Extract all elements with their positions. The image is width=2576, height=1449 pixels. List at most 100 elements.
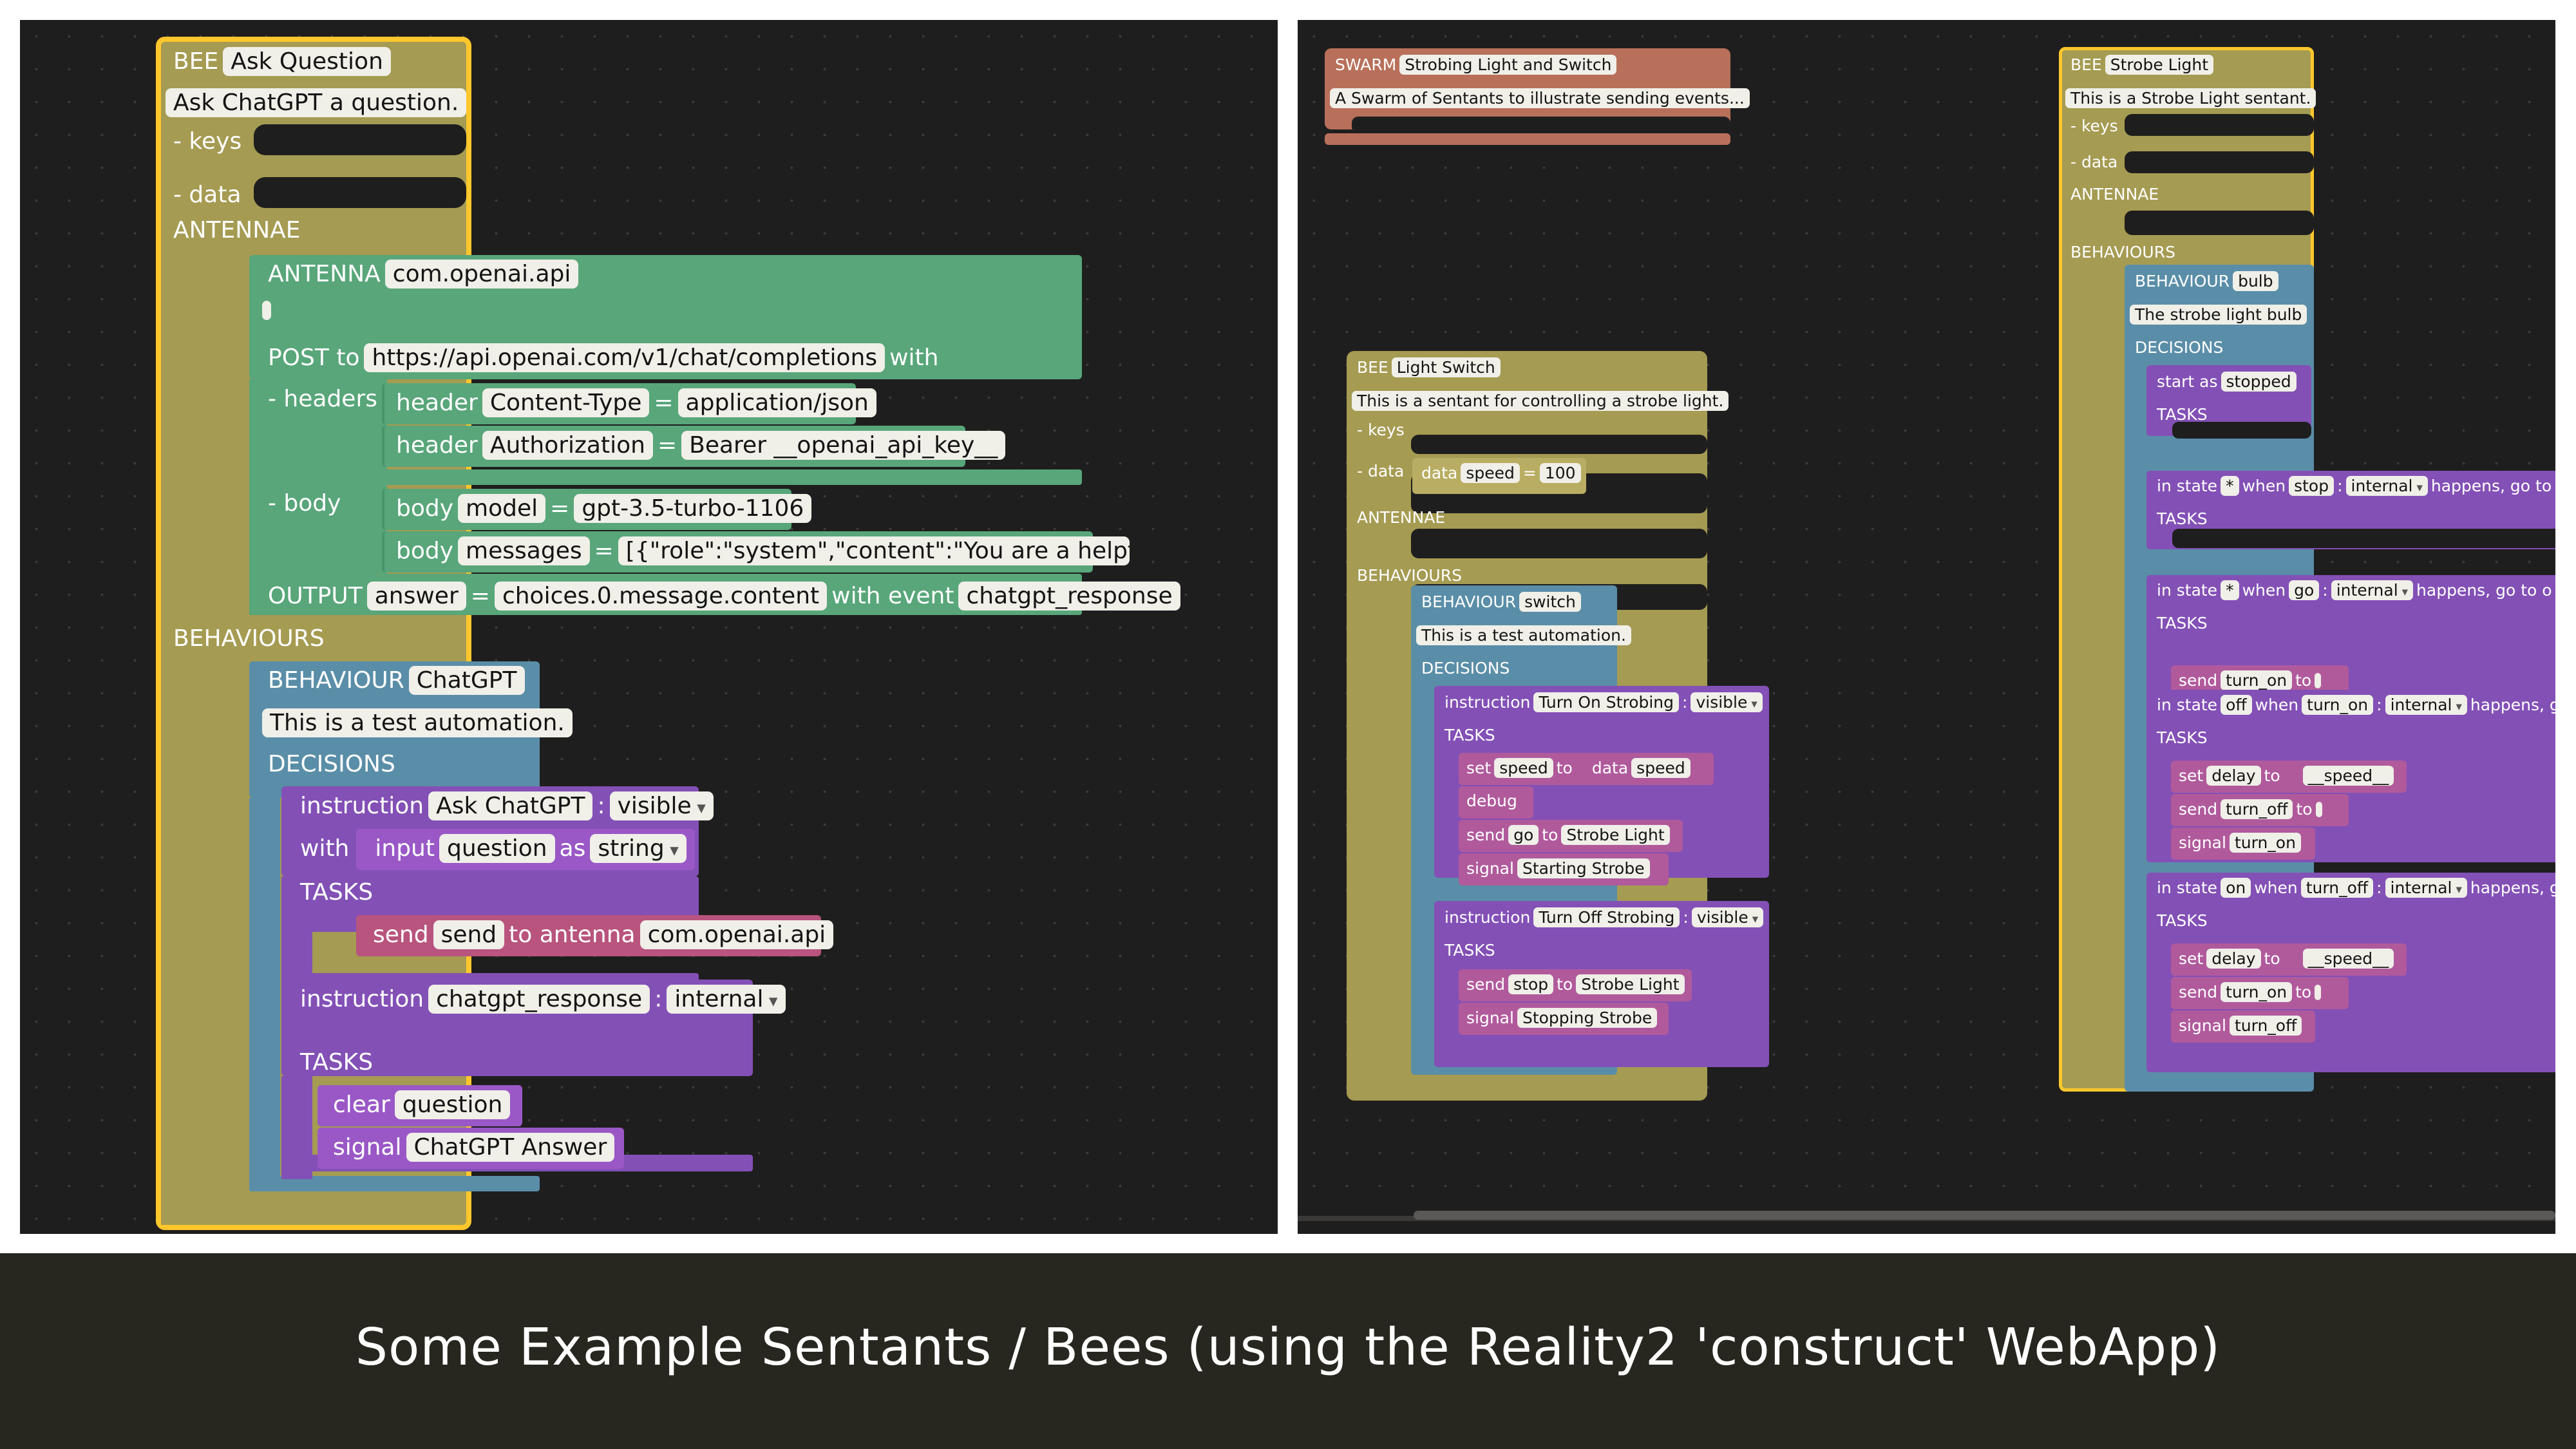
send-target-field[interactable]	[2315, 984, 2322, 1000]
output-event-field[interactable]: chatgpt_response	[958, 582, 1180, 611]
switch-data-label: - data	[1357, 462, 1405, 480]
set-value-field[interactable]: __speed__	[2302, 766, 2394, 786]
event-field[interactable]: turn_off	[2300, 878, 2374, 898]
signal-value-field[interactable]: Stopping Strobe	[1517, 1008, 1658, 1028]
behaviour-description-field[interactable]: This is a test automation.	[262, 708, 573, 737]
output-key-field[interactable]: answer	[366, 582, 466, 611]
event-field[interactable]: stop	[2289, 476, 2334, 496]
behaviour-name-field[interactable]: ChatGPT	[408, 666, 525, 695]
state-field[interactable]: on	[2221, 878, 2251, 898]
strobe-keys-slot[interactable]	[2125, 114, 2314, 136]
bee-description-field[interactable]: This is a Strobe Light sentant.	[2065, 88, 2316, 108]
signal-value-field[interactable]: turn_off	[2229, 1016, 2302, 1036]
mode-dropdown[interactable]: internal	[2331, 580, 2414, 600]
signal-value-field[interactable]: Starting Strobe	[1517, 858, 1650, 878]
instruction-name-field[interactable]: Ask ChatGPT	[428, 791, 593, 820]
switch-antennae-slot[interactable]	[1411, 529, 1707, 558]
horizontal-scrollbar-thumb[interactable]	[1414, 1211, 2555, 1220]
swarm-bees-slot[interactable]	[1352, 117, 1730, 133]
antenna-name-field[interactable]: com.openai.api	[384, 260, 579, 289]
mode-dropdown[interactable]: internal	[2345, 476, 2428, 496]
signal-value-field[interactable]: turn_on	[2229, 833, 2301, 853]
state-field[interactable]: *	[2221, 580, 2239, 600]
input-name-field[interactable]: question	[439, 834, 555, 863]
bee-name-field[interactable]: Light Switch	[1391, 357, 1501, 377]
state-field[interactable]: off	[2221, 695, 2252, 715]
body-value-field[interactable]: gpt-3.5-turbo-1106	[574, 494, 812, 523]
set-key-field[interactable]: delay	[2206, 949, 2261, 969]
send-antenna-field[interactable]: com.openai.api	[639, 920, 834, 949]
strobe-antennae-slot[interactable]	[2125, 211, 2314, 235]
instruction-mode-dropdown[interactable]: visible	[1690, 692, 1763, 712]
signal-value-field[interactable]: ChatGPT Answer	[406, 1133, 615, 1162]
strobe-bee-description: This is a Strobe Light sentant.	[2065, 88, 2319, 108]
start-tasks-slot[interactable]	[2172, 422, 2311, 439]
send-target-field[interactable]	[2315, 801, 2322, 817]
behaviour-description-field[interactable]: The strobe light bulb	[2130, 305, 2307, 325]
input-type-dropdown[interactable]: string	[590, 834, 687, 863]
header-value-field[interactable]: Bearer __openai_api_key__	[681, 431, 1006, 460]
header-key-field[interactable]: Authorization	[482, 431, 653, 460]
send-event-field[interactable]: turn_on	[2221, 670, 2293, 690]
behaviour-name-field[interactable]: switch	[1519, 592, 1581, 612]
data-key-field[interactable]: speed	[1461, 463, 1520, 483]
bee-name-field[interactable]: Ask Question	[223, 47, 391, 76]
data-slot[interactable]	[254, 177, 466, 208]
send-event-field[interactable]: send	[433, 920, 505, 949]
instruction-mode-dropdown[interactable]: visible	[1691, 907, 1764, 927]
state-field[interactable]: *	[2221, 476, 2239, 496]
strobe-data-slot[interactable]	[2125, 151, 2314, 173]
bee-name-field[interactable]: Strobe Light	[2105, 55, 2214, 75]
body-key-field[interactable]: messages	[458, 536, 590, 565]
body-key-field[interactable]: model	[458, 494, 546, 523]
data-value-field[interactable]: 100	[1539, 463, 1581, 483]
event-field[interactable]: go	[2289, 580, 2320, 600]
behaviour-description-field[interactable]: This is a test automation.	[1416, 625, 1631, 645]
instruction-mode-dropdown[interactable]: visible	[609, 791, 714, 820]
transition-stop-tasks-slot[interactable]	[2172, 529, 2555, 548]
output-value-field[interactable]: choices.0.message.content	[494, 582, 828, 611]
set-value-field[interactable]: __speed__	[2302, 949, 2394, 969]
start-state-field[interactable]: stopped	[2221, 372, 2297, 392]
bee-description-field[interactable]: Ask ChatGPT a question.	[166, 88, 467, 117]
debug-task-block[interactable]	[1459, 786, 1533, 819]
clear-target-field[interactable]: question	[394, 1090, 511, 1119]
mode-dropdown[interactable]: internal	[2385, 695, 2467, 715]
instruction-name-field[interactable]: Turn Off Strobing	[1533, 907, 1680, 927]
send-event-field[interactable]: go	[1508, 825, 1539, 845]
set-key-field[interactable]: speed	[1494, 758, 1553, 778]
body-value-field[interactable]: [{"role":"system","content":"You are a h…	[618, 536, 1130, 565]
switch-keys-slot[interactable]	[1411, 435, 1707, 454]
send-target-field[interactable]: Strobe Light	[1576, 974, 1685, 994]
send-event-field[interactable]: turn_on	[2221, 982, 2293, 1002]
send-event-field[interactable]: turn_off	[2221, 799, 2293, 819]
switch-decisions-label: DECISIONS	[1421, 659, 1510, 677]
send-event-field[interactable]: stop	[1508, 974, 1554, 994]
instruction-name-field[interactable]: chatgpt_response	[428, 985, 650, 1014]
header-value-field[interactable]: application/json	[677, 388, 876, 417]
header-key-field[interactable]: Content-Type	[482, 388, 650, 417]
send-target-field[interactable]: Strobe Light	[1561, 825, 1670, 845]
event-field[interactable]: turn_on	[2302, 695, 2374, 715]
set-data-key-field[interactable]: speed	[1631, 758, 1690, 778]
behaviour-name-field[interactable]: bulb	[2233, 271, 2278, 291]
send-target-field[interactable]	[2315, 672, 2322, 688]
bee-description-field[interactable]: This is a sentant for controlling a stro…	[1352, 391, 1729, 411]
antenna-url-field[interactable]: https://api.openai.com/v1/chat/completio…	[364, 343, 886, 372]
keys-slot[interactable]	[254, 124, 466, 155]
antenna-empty-field[interactable]	[262, 301, 271, 320]
swarm-description-field[interactable]: A Swarm of Sentants to illustrate sendin…	[1330, 88, 1750, 108]
instruction-mode-dropdown[interactable]: internal	[667, 985, 786, 1014]
set-key-field[interactable]: delay	[2206, 766, 2261, 786]
swarm-name-field[interactable]: Strobing Light and Switch	[1399, 55, 1617, 75]
mode-dropdown[interactable]: internal	[2385, 878, 2467, 898]
instruction-name-field[interactable]: Turn On Strobing	[1533, 692, 1680, 712]
